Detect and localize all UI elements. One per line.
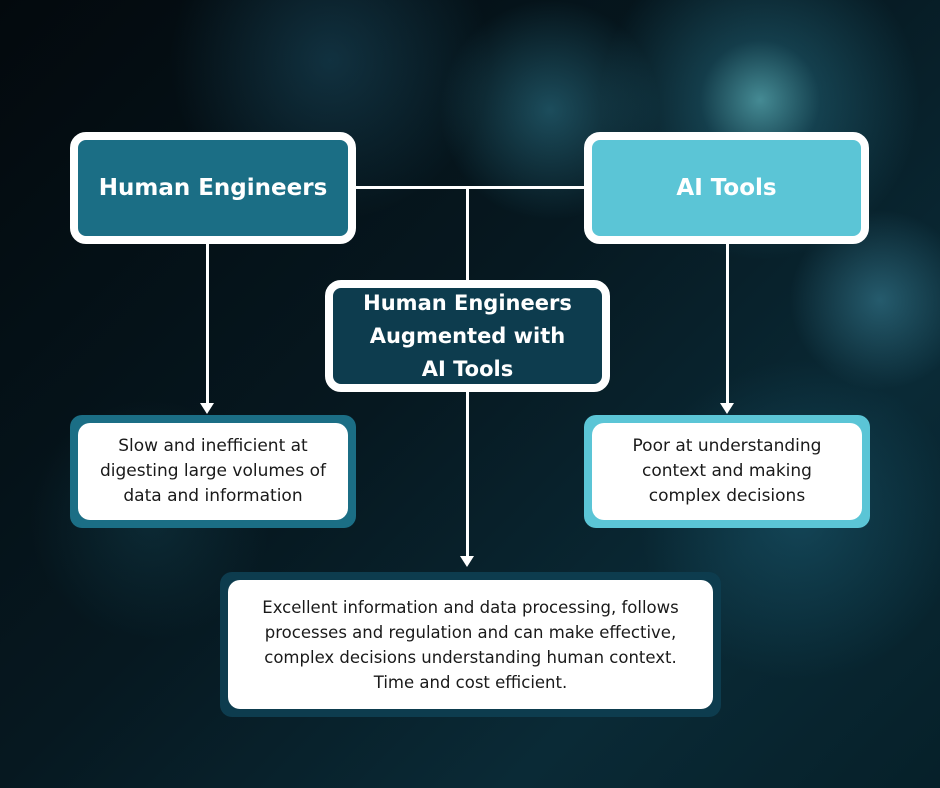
- text-line: data and information: [123, 486, 303, 506]
- text-line: Excellent information and data processin…: [262, 597, 679, 617]
- text-line: complex decisions understanding human co…: [264, 647, 677, 667]
- text-line: Time and cost efficient.: [373, 672, 568, 692]
- node-human-weakness: Slow and inefficient at digesting large …: [70, 415, 356, 528]
- node-label-line: Human Engineers: [363, 290, 572, 315]
- node-label-line: AI Tools: [421, 356, 514, 381]
- node-label: AI Tools: [676, 175, 777, 201]
- arrow-augmented-icon: [460, 556, 474, 567]
- arrow-human-icon: [200, 403, 214, 414]
- text-line: context and making: [642, 461, 812, 481]
- text-line: digesting large volumes of: [99, 461, 327, 481]
- node-label: Human Engineers: [98, 175, 328, 201]
- connector-ai-down: [726, 240, 729, 404]
- connector-to-augmented: [466, 186, 469, 284]
- connector-human-down: [206, 240, 209, 404]
- text-line: processes and regulation and can make ef…: [264, 622, 677, 642]
- node-ai-tools: AI Tools: [584, 132, 869, 244]
- node-label-line: Augmented with: [369, 323, 566, 348]
- node-human-engineers: Human Engineers: [70, 132, 356, 244]
- text-line: Poor at understanding: [632, 436, 822, 456]
- connector-augmented-down: [466, 388, 469, 556]
- connector-top-horizontal: [350, 186, 590, 189]
- node-augmented: Human Engineers Augmented with AI Tools: [325, 280, 610, 392]
- text-line: Slow and inefficient at: [118, 436, 308, 456]
- arrow-ai-icon: [720, 403, 734, 414]
- node-ai-weakness: Poor at understanding context and making…: [584, 415, 870, 528]
- text-line: complex decisions: [648, 486, 806, 506]
- node-augmented-strength: Excellent information and data processin…: [220, 572, 721, 717]
